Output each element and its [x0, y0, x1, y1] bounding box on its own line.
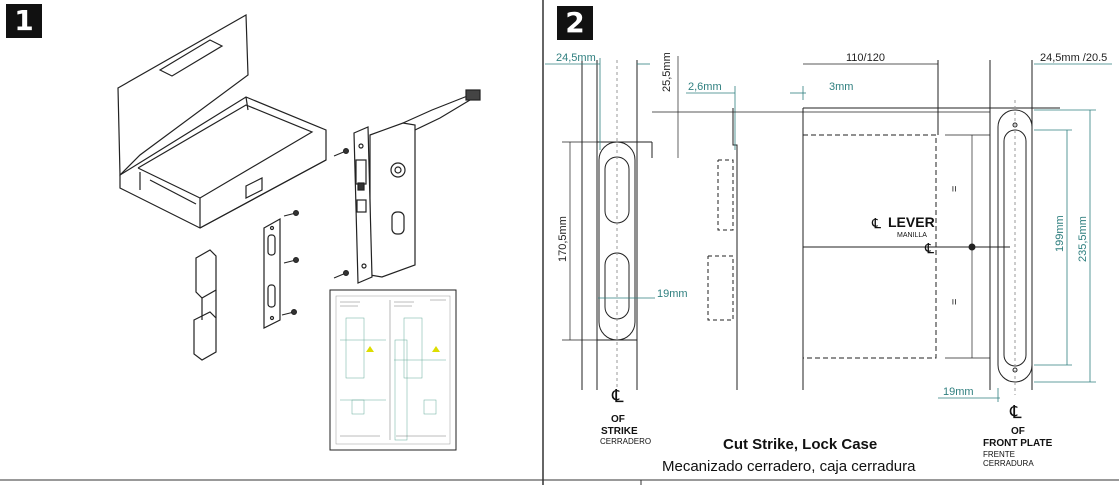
dim-strike-height: 170,5mm — [557, 216, 569, 262]
strike-centerline-symbol: ℄ — [611, 386, 624, 406]
of-strike-label: OF — [611, 414, 625, 425]
step-1-badge: 1 — [6, 4, 42, 38]
strike-plate-illustration — [263, 217, 281, 329]
dim-plate-inner: 199mm — [1054, 215, 1066, 252]
of-plate-label: OF — [1011, 426, 1025, 437]
caption-spanish: Mecanizado cerradero, caja cerradura — [662, 458, 916, 475]
dimension-lines — [545, 58, 1112, 402]
dimension-lines-dark — [562, 56, 990, 359]
strike-frame-drawing — [581, 60, 653, 390]
screws-illustration — [281, 148, 349, 316]
strike-keeper-illustration — [193, 249, 217, 361]
strike-label: STRIKE — [601, 426, 638, 437]
instruction-sheet-illustration — [329, 289, 457, 451]
front-plate-drawing — [968, 60, 1033, 395]
case-centerline-symbol: ℄ — [924, 240, 934, 256]
lock-case-side-drawing — [707, 60, 1060, 390]
dim-plate-width: 24,5mm /20.5 — [1040, 52, 1107, 64]
dim-strike-slot: 19mm — [657, 288, 688, 300]
dim-equal-top: = — [949, 186, 961, 192]
dim-case-depth: 110/120 — [846, 52, 885, 64]
dim-equal-bottom: = — [949, 299, 961, 305]
plate-centerline-symbol: ℄ — [1009, 402, 1022, 422]
step-2-badge: 2 — [557, 6, 593, 40]
front-plate-label: FRONT PLATE — [983, 438, 1053, 449]
dim-strike-width: 24,5mm — [556, 52, 596, 64]
lever-label-es: MANILLA — [897, 232, 927, 239]
strike-label-es: CERRADERO — [600, 437, 651, 446]
dim-plate-outer: 235,5mm — [1077, 216, 1089, 262]
dim-plate-slot: 19mm — [943, 386, 974, 398]
dim-offset-3: 3mm — [829, 81, 853, 93]
lever-label: LEVER — [888, 214, 935, 230]
lever-centerline-symbol: ℄ — [871, 215, 881, 231]
lock-case-illustration — [353, 89, 481, 284]
front-plate-label-es-1: FRENTE — [983, 450, 1015, 459]
dim-strike-offset: 25,5mm — [661, 52, 673, 92]
dim-offset-26: 2,6mm — [688, 81, 722, 93]
front-plate-label-es-2: CERRADURA — [983, 459, 1034, 468]
packaging-box-illustration — [117, 13, 327, 229]
caption-english: Cut Strike, Lock Case — [723, 436, 877, 453]
